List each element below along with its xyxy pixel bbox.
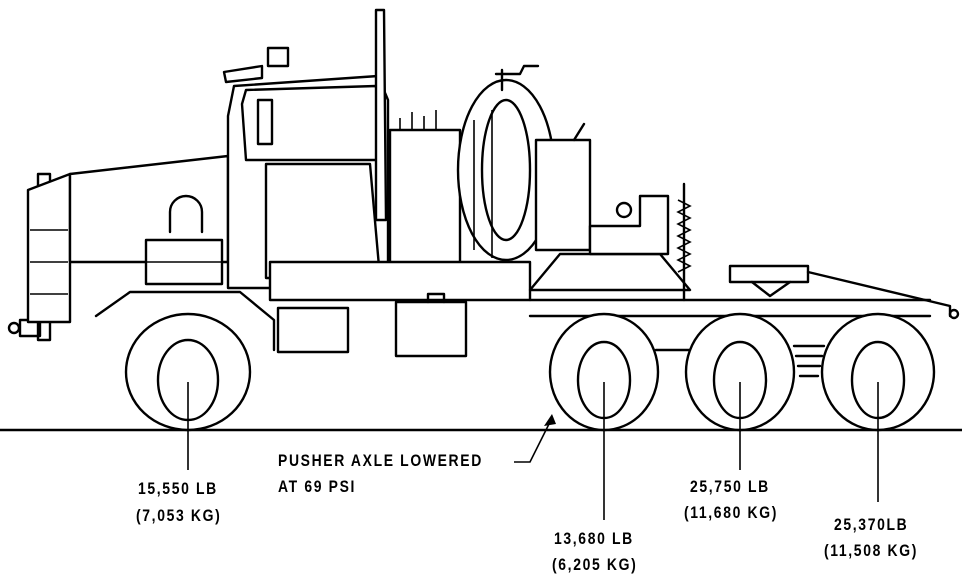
frame-rail [268,260,532,302]
tow-eye [7,321,21,335]
cab [226,74,390,290]
rear-deck [806,270,952,318]
rear-pintle [948,308,960,320]
pusher-note-line2: AT 69 PSI [278,477,357,496]
tandem-fender [528,252,692,292]
cab-step [276,306,350,354]
side-mirror [256,98,274,146]
equipment-box [534,138,592,252]
pusher-axle-weight-kg: (6,205 KG) [552,555,638,574]
rear-axle-weight-kg: (11,508 KG) [824,541,918,560]
cab-roof-light [222,64,264,84]
leaf-spring [792,344,826,378]
rear-axle-weight-lb: 25,370LB [834,515,909,534]
fifth-wheel [728,264,810,284]
lifting-shackle [168,194,204,234]
radiator-grille [26,172,72,324]
front-axle-weight-lb: 15,550 LB [138,479,218,498]
middle-axle-weight-kg: (11,680 KG) [684,503,778,522]
fuel-tank [394,300,468,358]
support-pulley [615,201,633,219]
exhaust-stack [374,8,388,222]
pusher-note-line1: PUSHER AXLE LOWERED [278,451,483,470]
pusher-note-arrowhead [544,414,556,426]
winch-support [588,194,670,256]
pusher-note-leader [514,417,553,463]
middle-axle-weight-lb: 25,750 LB [690,477,770,496]
front-axle-weight-kg: (7,053 KG) [136,506,222,525]
front-fender [94,290,276,352]
roof-horn [266,46,290,68]
pusher-axle-weight-lb: 13,680 LB [554,529,634,548]
tractor-body [7,8,960,358]
